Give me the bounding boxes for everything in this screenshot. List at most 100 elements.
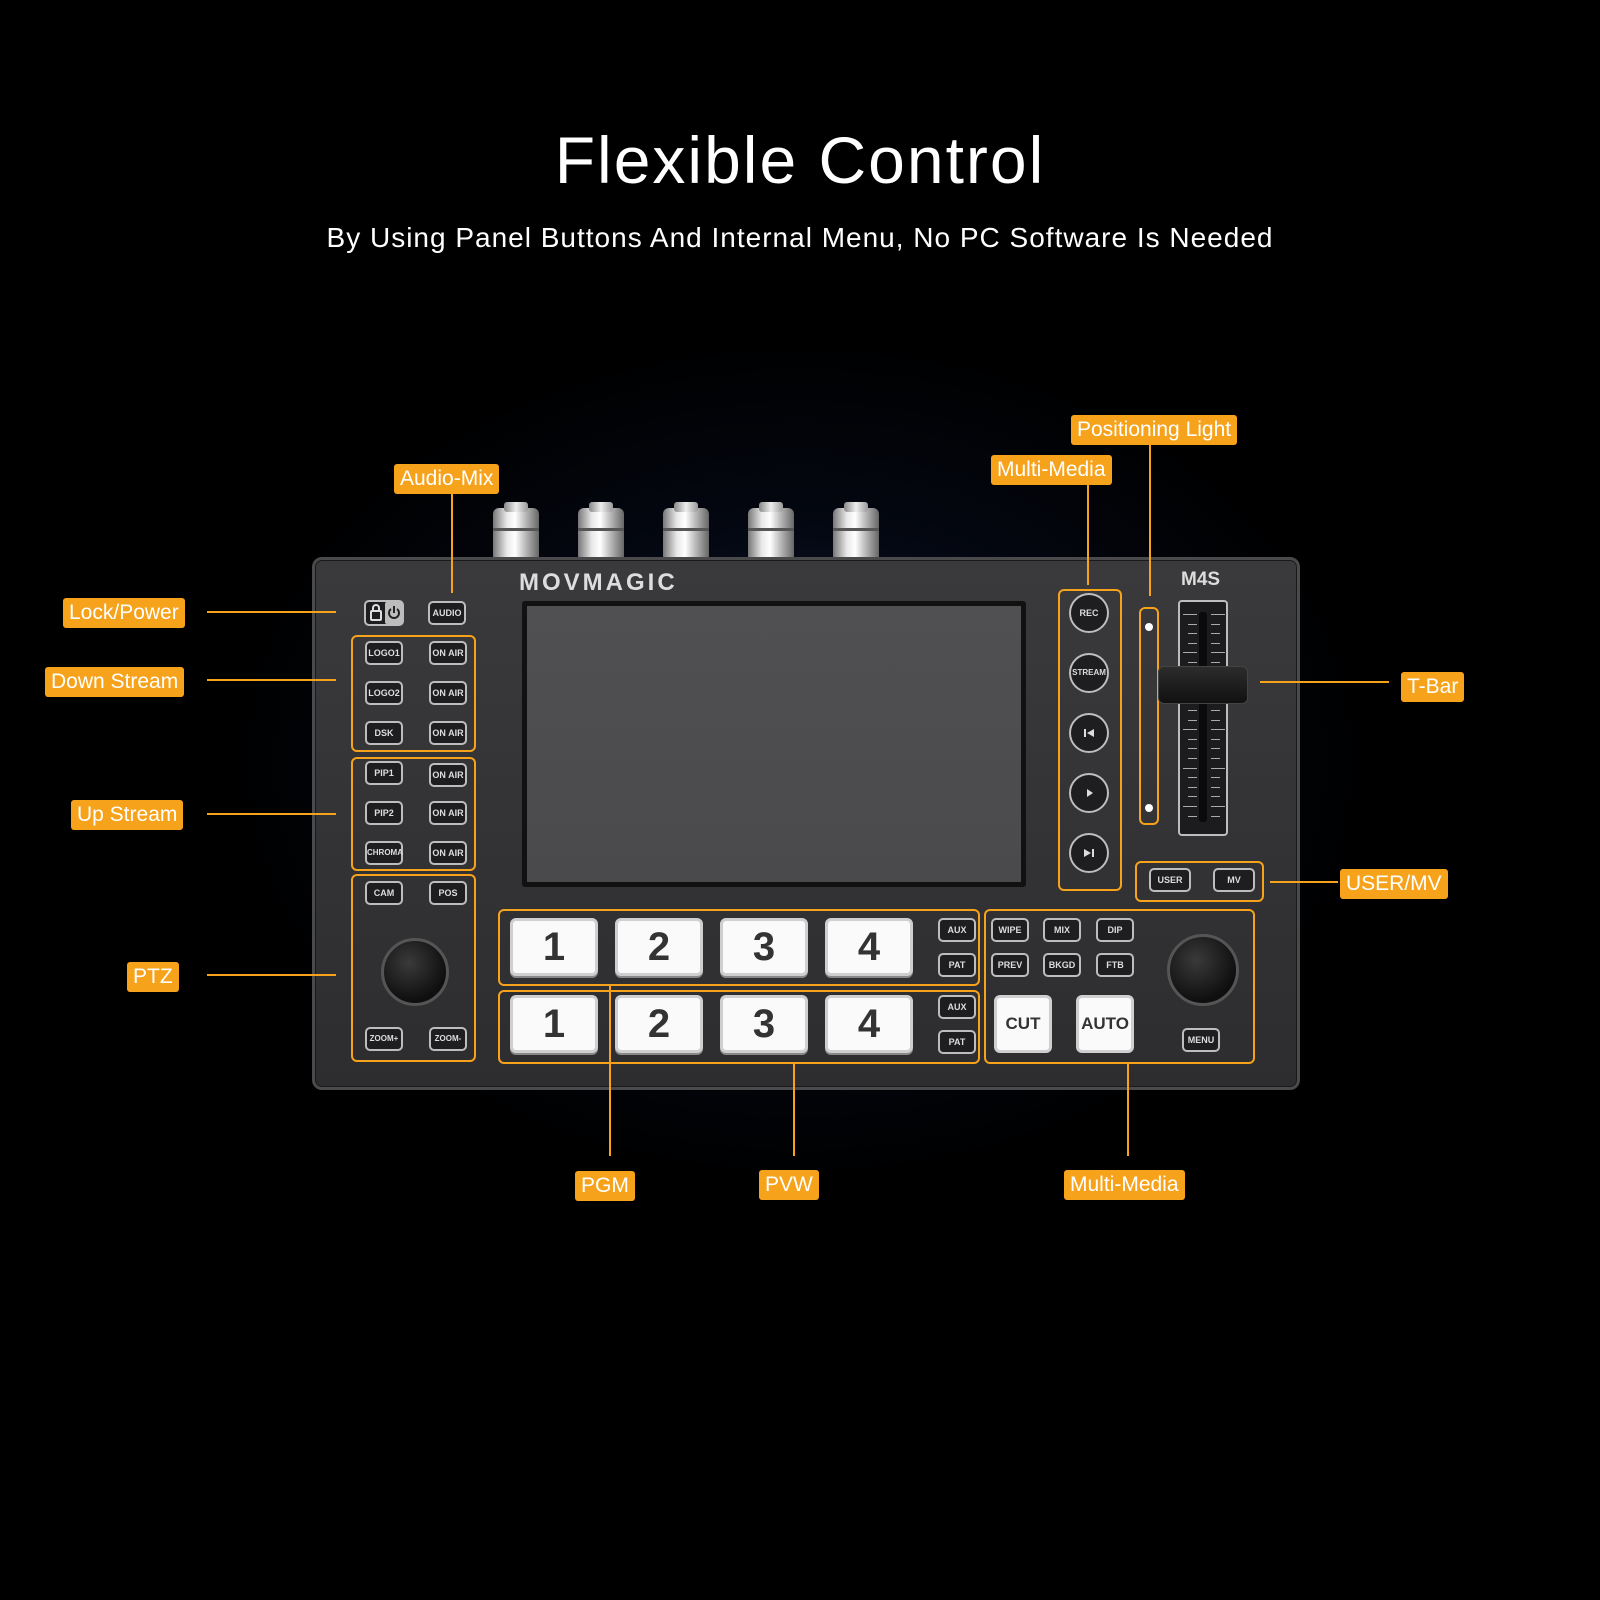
pvw-key-3[interactable]: 3 <box>720 995 808 1053</box>
up-stream-leader <box>207 813 336 815</box>
lock-power-label: Lock/Power <box>63 598 185 628</box>
prev-button[interactable]: PREV <box>991 953 1029 977</box>
previous-track-button[interactable] <box>1069 713 1109 753</box>
t-bar-tick <box>1183 806 1197 807</box>
mix-button[interactable]: MIX <box>1043 918 1081 942</box>
pvw-key-2[interactable]: 2 <box>615 995 703 1053</box>
skip-back-icon <box>1084 729 1094 737</box>
logo1-button[interactable]: LOGO1 <box>365 641 403 665</box>
stream-button[interactable]: STREAM <box>1069 653 1109 693</box>
pos-button[interactable]: POS <box>429 881 467 905</box>
down-stream-group <box>351 635 476 752</box>
t-bar-tick <box>1188 748 1197 750</box>
pgm-key-2[interactable]: 2 <box>615 918 703 976</box>
logo2-on-air-button[interactable]: ON AIR <box>429 681 467 705</box>
t-bar-tick <box>1211 738 1220 740</box>
pip2-on-air-button[interactable]: ON AIR <box>429 801 467 825</box>
t-bar-leader <box>1260 681 1389 683</box>
t-bar-tick <box>1188 786 1197 788</box>
pip1-on-air-button[interactable]: ON AIR <box>429 763 467 787</box>
play-icon <box>1087 789 1093 797</box>
audio-mix-leader <box>451 492 453 593</box>
positioning-light-bottom <box>1145 804 1153 812</box>
user-button[interactable]: USER <box>1149 868 1191 892</box>
bnc-connector <box>578 502 624 558</box>
mv-button[interactable]: MV <box>1213 868 1255 892</box>
auto-button[interactable]: AUTO <box>1076 995 1134 1053</box>
multi-media-top-leader <box>1087 483 1089 585</box>
pvw-key-4[interactable]: 4 <box>825 995 913 1053</box>
positioning-light-leader <box>1149 443 1151 596</box>
pgm-key-3[interactable]: 3 <box>720 918 808 976</box>
t-bar-tick <box>1183 767 1197 769</box>
cut-button[interactable]: CUT <box>994 995 1052 1053</box>
multi-media-controls <box>1058 589 1122 891</box>
t-bar-tick <box>1211 642 1220 644</box>
pvw-key-1[interactable]: 1 <box>510 995 598 1053</box>
logo2-button[interactable]: LOGO2 <box>365 681 403 705</box>
zoom-out-button[interactable]: ZOOM- <box>429 1027 467 1051</box>
pgm-leader <box>609 986 611 1156</box>
ptz-leader <box>207 974 336 976</box>
t-bar-tick <box>1188 815 1197 817</box>
pip1-button[interactable]: PIP1 <box>365 761 403 785</box>
t-bar-tick <box>1211 719 1220 721</box>
brand-logo: MOVMAGIC <box>519 569 678 596</box>
pvw-pat-button[interactable]: PAT <box>938 1030 976 1054</box>
dsk-button[interactable]: DSK <box>365 721 403 745</box>
t-bar-tick <box>1211 633 1220 635</box>
t-bar-tick <box>1211 729 1225 731</box>
t-bar-handle[interactable] <box>1158 666 1248 704</box>
pip2-button[interactable]: PIP2 <box>365 801 403 825</box>
user-mv-leader <box>1270 881 1338 883</box>
multi-media-bottom-label: Multi-Media <box>1064 1170 1185 1200</box>
audio-button[interactable]: AUDIO <box>428 601 466 625</box>
t-bar-tick <box>1183 729 1197 731</box>
t-bar-tick <box>1188 719 1197 721</box>
lock-power-leader <box>207 611 336 613</box>
t-bar-tick <box>1211 614 1225 615</box>
bkgd-button[interactable]: BKGD <box>1043 953 1081 977</box>
t-bar-tick <box>1211 652 1225 654</box>
model-name: M4S <box>1181 569 1221 590</box>
bnc-connector <box>663 502 709 558</box>
lock-power-button[interactable] <box>364 600 404 626</box>
chroma-on-air-button[interactable]: ON AIR <box>429 841 467 865</box>
cam-button[interactable]: CAM <box>365 881 403 905</box>
t-bar-tick <box>1211 662 1220 663</box>
next-track-button[interactable] <box>1069 833 1109 873</box>
t-bar-tick <box>1211 710 1220 711</box>
page-subtitle: By Using Panel Buttons And Internal Menu… <box>326 222 1274 253</box>
t-bar-tick <box>1188 738 1197 740</box>
play-button[interactable] <box>1069 773 1109 813</box>
chroma-button[interactable]: CHROMA <box>365 841 403 865</box>
rec-button[interactable]: REC <box>1069 593 1109 633</box>
pvw-aux-button[interactable]: AUX <box>938 995 976 1019</box>
positioning-light-top <box>1145 623 1153 631</box>
pgm-pat-button[interactable]: PAT <box>938 953 976 977</box>
dip-button[interactable]: DIP <box>1096 918 1134 942</box>
ftb-button[interactable]: FTB <box>1096 953 1134 977</box>
wipe-button[interactable]: WIPE <box>991 918 1029 942</box>
pgm-key-1[interactable]: 1 <box>510 918 598 976</box>
pgm-aux-button[interactable]: AUX <box>938 918 976 942</box>
t-bar-tick <box>1211 767 1225 769</box>
logo1-on-air-button[interactable]: ON AIR <box>429 641 467 665</box>
user-mv-label: USER/MV <box>1340 869 1448 899</box>
t-bar-tick <box>1188 642 1197 644</box>
menu-button[interactable]: MENU <box>1182 1028 1220 1052</box>
positioning-light-label: Positioning Light <box>1071 415 1238 445</box>
pgm-key-4[interactable]: 4 <box>825 918 913 976</box>
t-bar-tick <box>1188 633 1197 635</box>
t-bar-label: T-Bar <box>1401 672 1465 702</box>
down-stream-leader <box>207 679 336 681</box>
t-bar-tick <box>1188 758 1197 759</box>
zoom-in-button[interactable]: ZOOM+ <box>365 1027 403 1051</box>
dsk-on-air-button[interactable]: ON AIR <box>429 721 467 745</box>
ptz-joystick[interactable] <box>381 938 449 1006</box>
t-bar-tick <box>1188 796 1197 798</box>
t-bar-tick <box>1188 777 1197 779</box>
multi-media-top-label: Multi-Media <box>991 455 1112 485</box>
menu-knob[interactable] <box>1167 934 1239 1006</box>
multi-media-bottom-leader <box>1127 1064 1129 1156</box>
